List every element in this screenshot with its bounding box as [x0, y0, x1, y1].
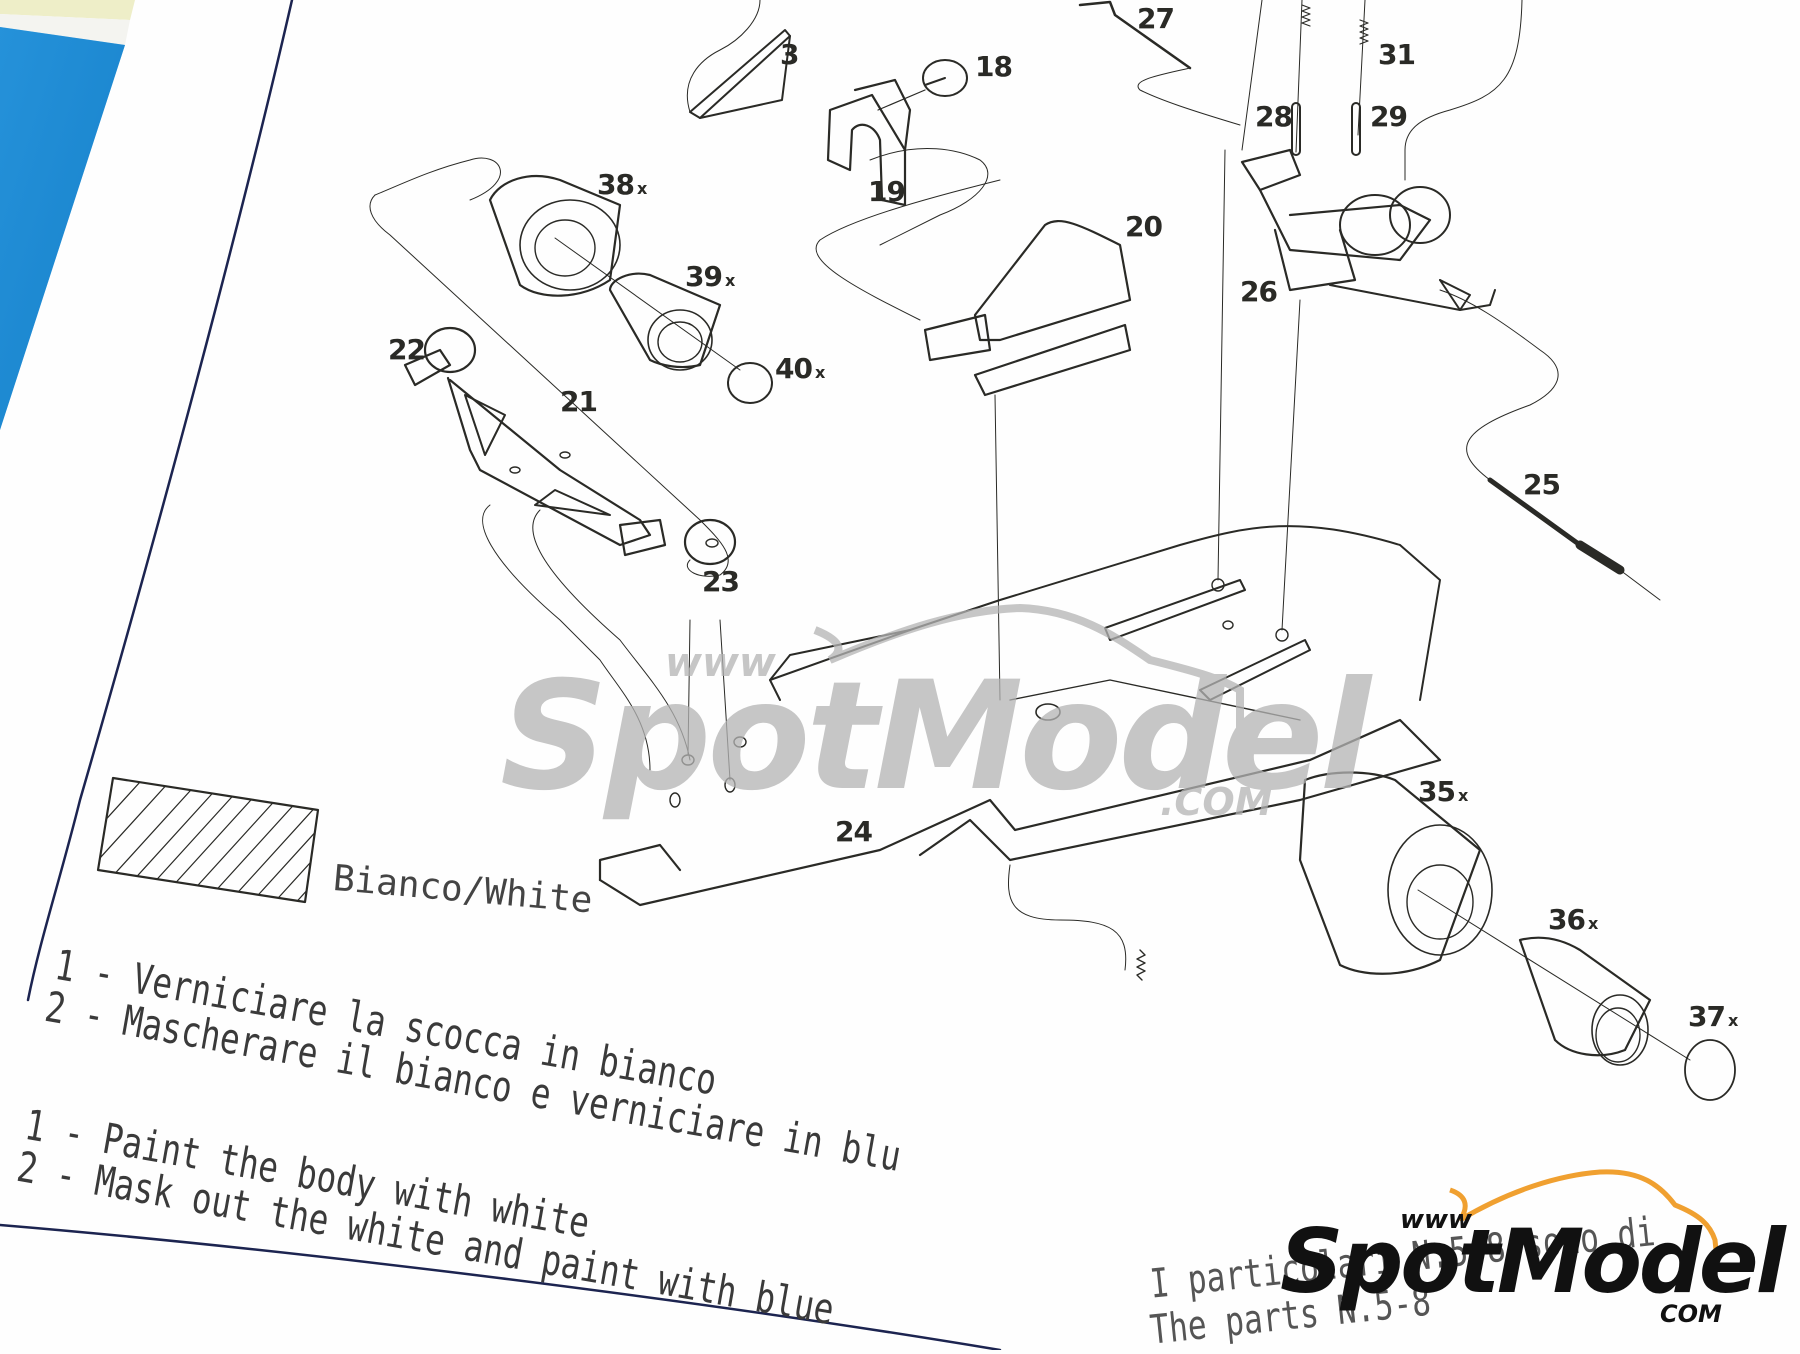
part-qty-marker: x — [636, 179, 647, 198]
part-number: 18 — [975, 50, 1013, 83]
part-number: 20 — [1125, 210, 1163, 243]
logo-name: SpotModel — [1280, 1210, 1786, 1313]
part-number: 22 — [388, 333, 426, 366]
part-number: 19 — [868, 175, 906, 208]
part-label-24: 24 — [835, 815, 873, 848]
logo-www: www — [1400, 1205, 1473, 1235]
watermark-name: SpotModel — [500, 650, 1371, 824]
part-38-39-40-wheel-drawing — [369, 157, 773, 577]
part-19-drawing — [826, 78, 989, 246]
part-label-25: 25 — [1523, 468, 1561, 501]
part-label-28: 28 — [1255, 100, 1293, 133]
part-number: 28 — [1255, 100, 1293, 133]
part-label-3: 3 — [780, 38, 800, 71]
part-qty-marker: x — [1587, 914, 1598, 933]
part-label-26: 26 — [1240, 275, 1278, 308]
part-qty-marker: x — [1727, 1011, 1738, 1030]
watermark: www SpotModel .COM — [500, 600, 1371, 830]
part-number: 36 — [1548, 903, 1586, 936]
part-label-27: 27 — [1137, 2, 1175, 35]
part-35-36-37-wheel-drawing — [1298, 771, 1736, 1101]
part-31-spring-drawing — [1301, 4, 1369, 45]
part-27-drawing — [1078, 0, 1241, 126]
part-qty-marker: x — [814, 363, 825, 382]
part-number: 27 — [1137, 2, 1175, 35]
part-number: 3 — [780, 38, 800, 71]
part-number: 21 — [560, 385, 598, 418]
part-24-tub-drawing — [598, 149, 1442, 981]
part-label-23: 23 — [702, 565, 740, 598]
part-label-18: 18 — [975, 50, 1013, 83]
watermark-com: .COM — [1160, 780, 1273, 824]
part-25-drawing — [1439, 289, 1661, 601]
part-18-drawing — [877, 59, 968, 111]
part-number: 23 — [702, 565, 740, 598]
watermark-car-outline-icon — [813, 603, 1244, 740]
part-number: 26 — [1240, 275, 1278, 308]
part-number: 24 — [835, 815, 873, 848]
part-number: 29 — [1370, 100, 1408, 133]
part-number: 35 — [1418, 775, 1456, 808]
part-label-29: 29 — [1370, 100, 1408, 133]
part-number: 39 — [685, 260, 723, 293]
part-21-22-23-suspension-drawing — [403, 326, 737, 771]
part-number: 25 — [1523, 468, 1561, 501]
part-number: 38 — [597, 168, 635, 201]
part-3-drawing — [686, 0, 791, 119]
part-20-seat-drawing — [815, 179, 1132, 701]
logo-car-outline-icon — [1449, 1169, 1720, 1261]
part-qty-marker: x — [724, 271, 735, 290]
part-label-22: 22 — [388, 333, 426, 366]
part-label-20: 20 — [1125, 210, 1163, 243]
part-number: 37 — [1688, 1000, 1726, 1033]
part-number: 40 — [775, 352, 813, 385]
part-number: 31 — [1378, 38, 1416, 71]
part-label-31: 31 — [1378, 38, 1416, 71]
part-label-21: 21 — [560, 385, 598, 418]
watermark-www: www — [665, 640, 776, 686]
part-qty-marker: x — [1457, 786, 1468, 805]
part-label-19: 19 — [868, 175, 906, 208]
part-29-drawing — [1351, 102, 1361, 156]
part-28-drawing — [1291, 102, 1301, 156]
spotmodel-logo: www SpotModel COM — [1280, 1150, 1786, 1328]
logo-com: COM — [1660, 1300, 1722, 1328]
